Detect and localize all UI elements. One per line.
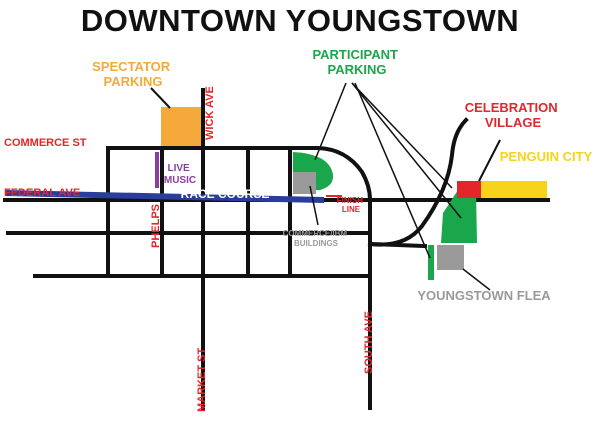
participant-parking-label: PARTICIPANT PARKING bbox=[312, 47, 401, 77]
street-label-phelps: PHELPS bbox=[150, 204, 162, 248]
celebration-village-label: CELEBRATION VILLAGE bbox=[465, 100, 562, 130]
race-course-line bbox=[4, 190, 325, 203]
spectator-parking-lot[interactable] bbox=[161, 107, 201, 146]
map-title: DOWNTOWN YOUNGSTOWN bbox=[81, 3, 519, 38]
penguin-city-area[interactable] bbox=[481, 181, 547, 198]
commerce-street-road bbox=[106, 146, 372, 410]
live-music-label: LIVE MUSIC bbox=[164, 163, 196, 186]
participant-parking-pointers bbox=[314, 82, 462, 259]
celebration-pointer bbox=[478, 139, 501, 182]
commerce-ibm-label: COMMERCE/IBM BUILDINGS bbox=[283, 229, 350, 248]
spectator-parking-pointer bbox=[150, 87, 171, 109]
street-label-commerce: COMMERCE ST bbox=[4, 137, 87, 149]
participant-parking-lot-3[interactable] bbox=[428, 245, 434, 280]
celebration-village-area[interactable] bbox=[457, 181, 481, 198]
street-label-federal: FEDERAL AVE bbox=[4, 187, 80, 199]
youngstown-flea-label: YOUNGSTOWN FLEA bbox=[417, 288, 551, 303]
curved-connector-road bbox=[367, 117, 469, 247]
finish-line-label: FINISH LINE bbox=[337, 196, 365, 214]
participant-parking-lot-1[interactable] bbox=[293, 152, 334, 190]
spectator-parking-label: SPECTATOR PARKING bbox=[92, 59, 174, 89]
penguin-city-label: PENGUIN CITY bbox=[500, 149, 593, 164]
street-label-market: MARKET ST bbox=[196, 348, 208, 412]
commerce-ibm-pointer bbox=[309, 185, 319, 226]
youngstown-flea-building[interactable] bbox=[437, 245, 464, 270]
street-label-south: SOUTH AVE bbox=[363, 311, 375, 374]
race-course-label: RACE COURSE bbox=[181, 187, 270, 201]
street-label-wick: WICK AVE bbox=[204, 86, 216, 140]
commerce-ibm-buildings-block[interactable] bbox=[293, 172, 316, 194]
short-connector-road bbox=[367, 241, 428, 249]
flea-pointer bbox=[462, 268, 491, 291]
